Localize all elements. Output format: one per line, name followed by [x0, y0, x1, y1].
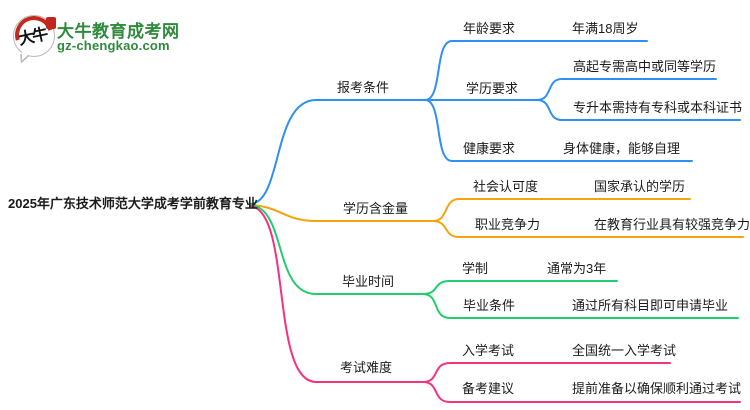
value-schooling-length: 通常为3年 [547, 261, 607, 276]
value-edu-requirement-1: 高起专需高中或同等学历 [573, 59, 717, 74]
value-career-competitiveness: 在教育行业具有较强竞争力 [594, 217, 750, 232]
branch-exam-difficulty: 考试难度 [340, 360, 393, 375]
leaf-line-grad-condition [422, 293, 739, 319]
root-node: 2025年广东技术师范大学成考学前教育专业 [8, 196, 258, 211]
site-url: gz-chengkao.com [57, 38, 170, 53]
branch-line-apply-conditions [249, 99, 538, 205]
leaf-line-health [424, 99, 693, 162]
node-prep-advice: 备考建议 [462, 381, 515, 396]
node-entrance-exam: 入学考试 [462, 343, 515, 358]
value-social-recognition: 国家承认的学历 [594, 179, 686, 194]
leaf-line-edu-req-1 [536, 78, 717, 101]
branch-line-degree-value [249, 204, 434, 222]
node-social-recognition: 社会认可度 [473, 179, 539, 194]
value-graduation-condition: 通过所有科目即可申请毕业 [572, 298, 729, 313]
node-graduation-condition: 毕业条件 [463, 298, 516, 313]
branch-graduation-time: 毕业时间 [342, 274, 395, 289]
node-edu-requirement: 学历要求 [466, 81, 519, 96]
value-age-requirement: 年满18周岁 [572, 21, 639, 36]
value-prep-advice: 提前准备以确保顺利通过考试 [572, 381, 742, 396]
leaf-line-social [432, 198, 691, 222]
leaf-line-career [432, 220, 744, 238]
leaf-line-entrance-exam [422, 362, 671, 383]
branch-line-exam-difficulty [249, 205, 424, 383]
leaf-line-edu-req-2 [536, 99, 741, 121]
branch-apply-conditions: 报考条件 [337, 80, 390, 95]
site-name: 大牛教育成考网 [57, 22, 180, 41]
leaf-line-prep-advice [422, 381, 741, 403]
value-entrance-exam: 全国统一入学考试 [572, 343, 677, 358]
node-schooling-length: 学制 [462, 261, 489, 276]
logo-seal-icon [46, 17, 56, 29]
node-career-competitiveness: 职业竞争力 [475, 217, 541, 232]
leaf-line-schooling [422, 280, 618, 295]
node-age-requirement: 年龄要求 [463, 21, 516, 36]
branch-line-graduation-time [249, 204, 424, 295]
value-health-requirement: 身体健康，能够自理 [563, 141, 681, 156]
branch-degree-value: 学历含金量 [343, 201, 409, 216]
leaf-line-age [424, 40, 648, 101]
site-logo: 大牛 大牛教育成考网 gz-chengkao.com [8, 9, 243, 65]
value-edu-requirement-2: 专升本需持有专科或本科证书 [573, 100, 743, 115]
node-health-requirement: 健康要求 [463, 141, 516, 156]
